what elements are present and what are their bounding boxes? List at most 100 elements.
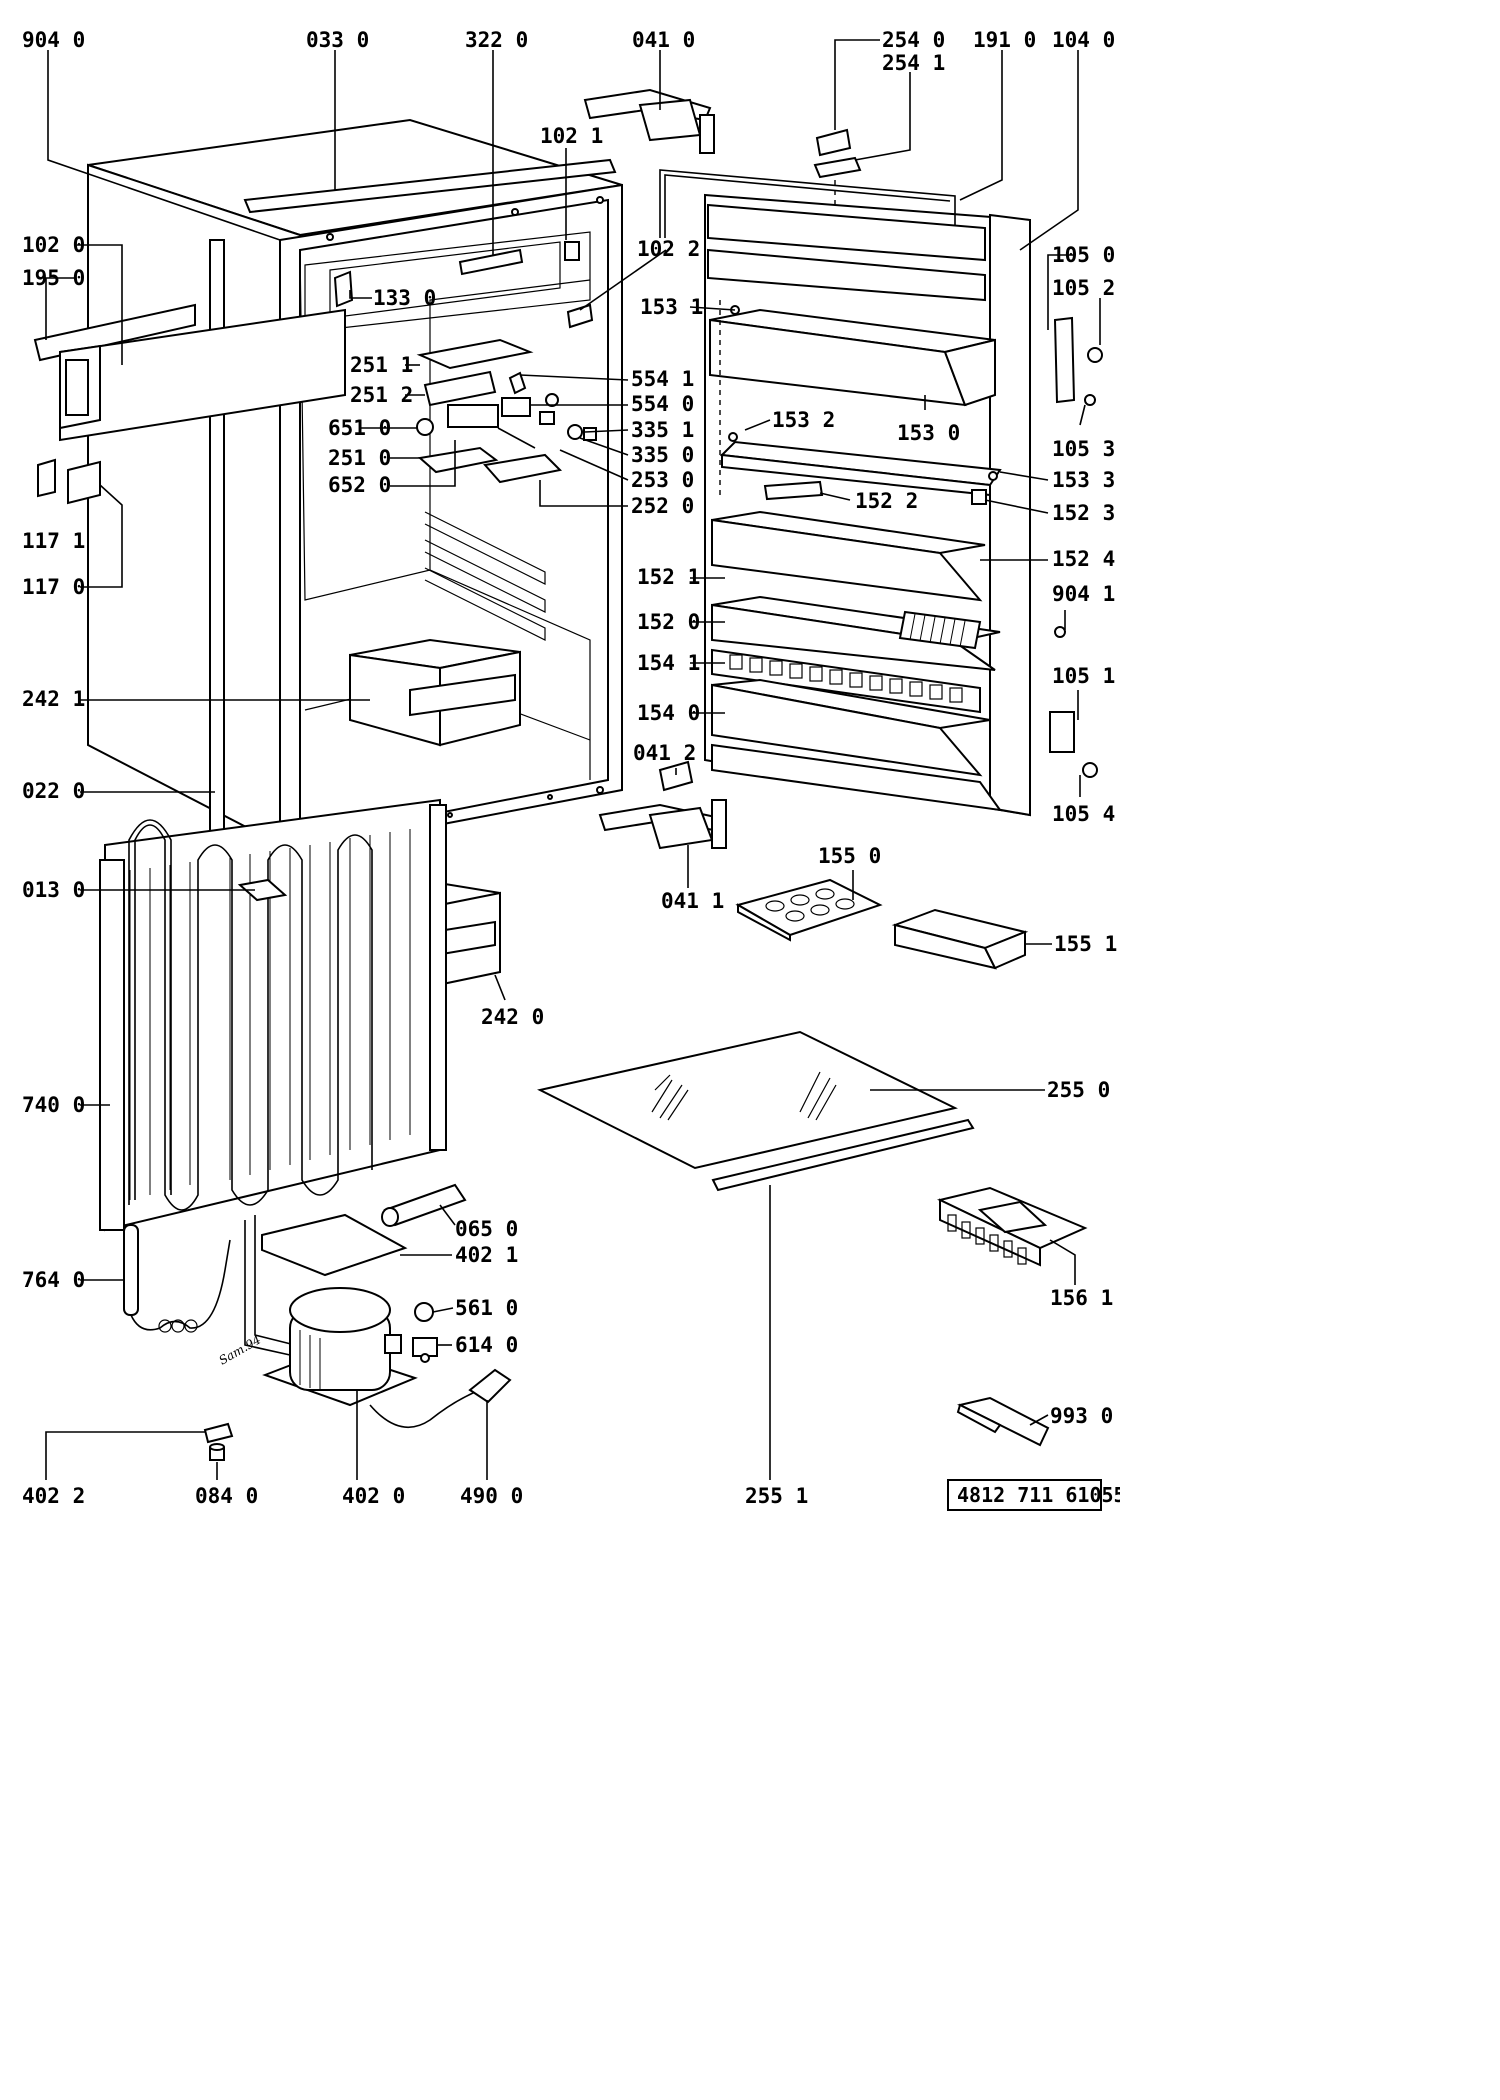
label-0650: 065 0 [455, 1217, 518, 1241]
door-assembly [659, 169, 1031, 817]
label-2530: 253 0 [631, 468, 694, 492]
part-9041 [1054, 626, 1066, 638]
scraper-9930 [956, 1396, 1050, 1447]
part-1051 [1049, 711, 1075, 753]
label-2550: 255 0 [1047, 1078, 1110, 1102]
label-1524: 152 4 [1052, 547, 1115, 571]
label-2420: 242 0 [481, 1005, 544, 1029]
part-2541 [813, 156, 862, 179]
label-1052: 105 2 [1052, 276, 1115, 300]
label-4022: 402 2 [22, 1484, 85, 1508]
label-1020: 102 0 [22, 233, 85, 257]
label-0330: 033 0 [306, 28, 369, 52]
label-1171: 117 1 [22, 529, 85, 553]
label-1522: 152 2 [855, 489, 918, 513]
label-2520: 252 0 [631, 494, 694, 518]
part-0412 [658, 760, 694, 792]
label-7400: 740 0 [22, 1093, 85, 1117]
hinge-0411 [598, 799, 727, 850]
label-2512: 251 2 [350, 383, 413, 407]
part-1021 [564, 241, 580, 261]
label-1520: 152 0 [637, 610, 700, 634]
label-1540: 154 0 [637, 701, 700, 725]
condenser-740 [99, 798, 447, 1232]
label-1561: 156 1 [1050, 1286, 1113, 1310]
compressor-4020 [262, 1287, 418, 1407]
label-2511: 251 1 [350, 353, 413, 377]
tray-1551 [891, 908, 1029, 970]
bracket-013 [237, 878, 288, 902]
label-9930: 993 0 [1050, 1404, 1113, 1428]
capillary-764 [123, 1224, 231, 1333]
part-1050 [1053, 316, 1076, 404]
label-1550: 155 0 [818, 844, 881, 868]
label-0220: 022 0 [22, 779, 85, 803]
part-1054 [1082, 762, 1098, 778]
bracket-4021 [261, 1213, 408, 1277]
bracket-322 [458, 248, 524, 276]
label-1330: 133 0 [373, 286, 436, 310]
egg-tray-1550 [735, 878, 883, 942]
reference-number: 4812 711 61055 [957, 1483, 1120, 1507]
label-4900: 490 0 [460, 1484, 523, 1508]
label-3350: 335 0 [631, 443, 694, 467]
label-2541: 254 1 [882, 51, 945, 75]
label-1521: 152 1 [637, 565, 700, 589]
leader-lines [45, 39, 1101, 1480]
label-1021: 102 1 [540, 124, 603, 148]
label-2421: 242 1 [22, 687, 85, 711]
relay-6140 [412, 1337, 438, 1363]
label-9041: 904 1 [1052, 582, 1115, 606]
label-6510: 651 0 [328, 416, 391, 440]
label-1051: 105 1 [1052, 664, 1115, 688]
glass-shelf-2550 [537, 1030, 958, 1170]
label-6140: 614 0 [455, 1333, 518, 1357]
part-4022 [203, 1422, 234, 1444]
foot-0840 [209, 1443, 225, 1461]
label-1530: 153 0 [897, 421, 960, 445]
label-0840: 084 0 [195, 1484, 258, 1508]
label-1040: 104 0 [1052, 28, 1115, 52]
label-7640: 764 0 [22, 1268, 85, 1292]
label-0412: 041 2 [633, 741, 696, 765]
ice-tray-1561 [937, 1186, 1088, 1267]
label-3351: 335 1 [631, 418, 694, 442]
label-2540: 254 0 [882, 28, 945, 52]
drier-065 [381, 1183, 467, 1227]
label-1054: 105 4 [1052, 802, 1115, 826]
part-1053 [1084, 394, 1096, 406]
label-5541: 554 1 [631, 367, 694, 391]
control-panel [33, 303, 346, 442]
label-4020: 402 0 [342, 1484, 405, 1508]
label-2510: 251 0 [328, 446, 391, 470]
label-6520: 652 0 [328, 473, 391, 497]
label-0411: 041 1 [661, 889, 724, 913]
label-1523: 152 3 [1052, 501, 1115, 525]
label-1022: 102 2 [637, 237, 700, 261]
part-2540 [815, 128, 852, 157]
reference-number-box: 4812 711 61055 [947, 1479, 1120, 1511]
label-1551: 155 1 [1054, 932, 1117, 956]
part-1052 [1087, 347, 1103, 363]
label-5610: 561 0 [455, 1296, 518, 1320]
thermostat-light-group [416, 338, 597, 484]
label-1050: 105 0 [1052, 243, 1115, 267]
label-0410: 041 0 [632, 28, 695, 52]
label-1533: 153 3 [1052, 468, 1115, 492]
label-2551: 255 1 [745, 1484, 808, 1508]
label-9040: 904 0 [22, 28, 85, 52]
bracket-117 [37, 458, 101, 505]
label-3220: 322 0 [465, 28, 528, 52]
signature: Sam.94 [217, 1333, 264, 1368]
hinge-0410 [583, 88, 715, 154]
crisper-2421 [349, 638, 521, 747]
power-cord-4900 [369, 1368, 512, 1429]
part-1523 [971, 489, 987, 505]
label-5540: 554 0 [631, 392, 694, 416]
label-4021: 402 1 [455, 1243, 518, 1267]
label-1950: 195 0 [22, 266, 85, 290]
label-1910: 191 0 [973, 28, 1036, 52]
label-1531: 153 1 [640, 295, 703, 319]
clip-133 [333, 270, 354, 308]
label-0130: 013 0 [22, 878, 85, 902]
